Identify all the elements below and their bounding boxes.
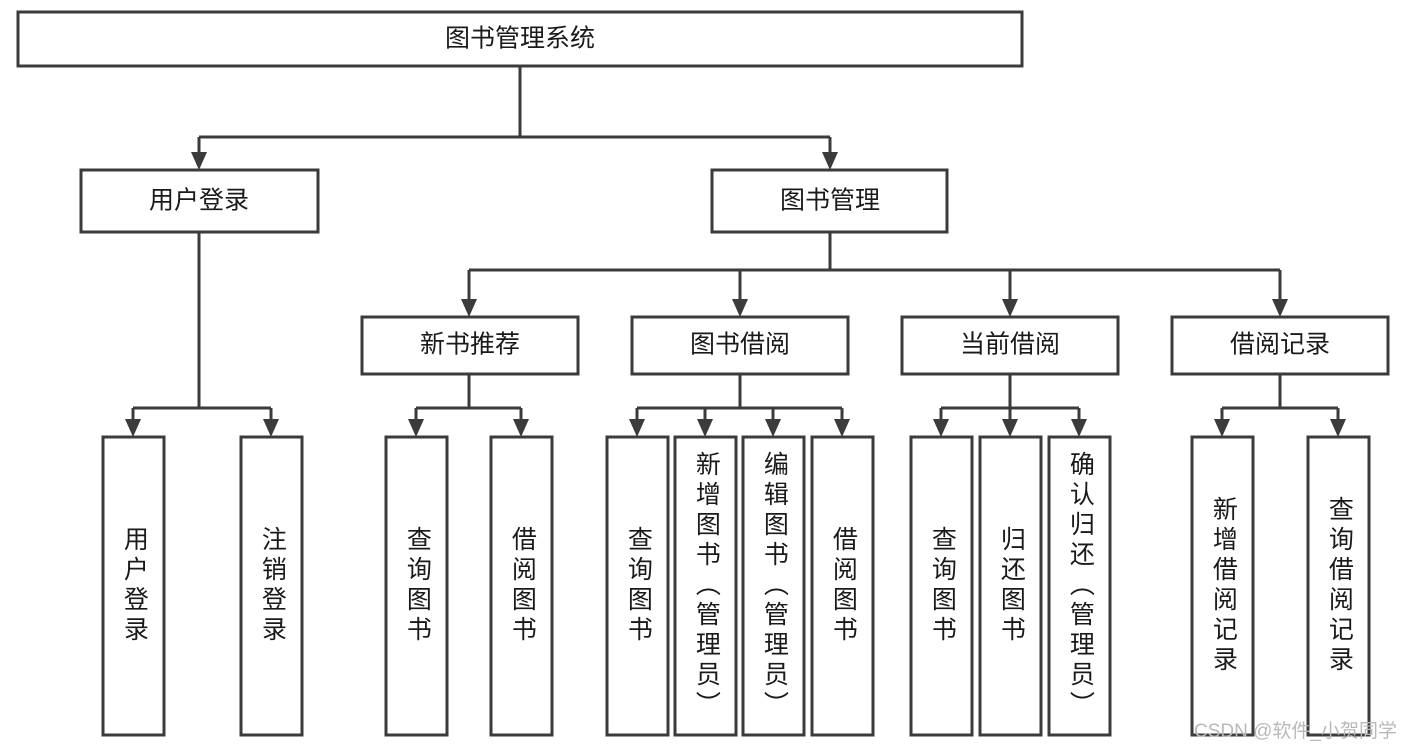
node-leaf-confirm-return-box[interactable]	[1047, 435, 1112, 737]
node-leaf-add-record-label: 新增借阅记录	[1209, 496, 1238, 676]
node-leaf-logout-login[interactable]: 注销登录	[239, 435, 304, 737]
node-leaf-borrow-book-2-box[interactable]	[810, 435, 875, 737]
node-book-borrow-label: 图书借阅	[690, 331, 790, 359]
arrowhead-leaf-add-record	[1214, 419, 1230, 437]
node-new-book-recommend-box[interactable]	[360, 315, 580, 376]
node-current-borrow-label: 当前借阅	[960, 331, 1060, 359]
node-leaf-edit-book-box[interactable]	[741, 435, 806, 737]
arrowhead-leaf-confirm-return	[1071, 419, 1087, 437]
arrowhead-leaf-query-book-1	[408, 419, 424, 437]
node-borrow-record-label: 借阅记录	[1230, 331, 1330, 359]
node-leaf-query-book-3-label: 查询图书	[928, 526, 957, 646]
node-user-login-label: 用户登录	[149, 187, 249, 215]
node-leaf-add-book-box[interactable]	[673, 435, 738, 737]
node-borrow-record[interactable]: 借阅记录	[1170, 315, 1390, 376]
edge-group-book-borrow-to-leaves	[629, 374, 850, 437]
edge-group-book-management-to-level3	[461, 232, 1288, 317]
node-leaf-user-login[interactable]: 用户登录	[101, 435, 166, 737]
node-root-label: 图书管理系统	[445, 25, 595, 53]
node-leaf-query-book-2-box[interactable]	[605, 435, 670, 737]
arrowhead-book-borrow	[732, 299, 748, 317]
node-leaf-confirm-return[interactable]: 确认归还（管理员）	[1047, 435, 1112, 737]
node-leaf-query-book-3-box[interactable]	[909, 435, 974, 737]
node-leaf-borrow-book-1-label: 借阅图书	[508, 526, 537, 646]
node-new-book-recommend-label: 新书推荐	[420, 331, 520, 359]
node-leaf-add-book-label: 新增图书（管理员）	[692, 451, 721, 721]
node-root-box[interactable]	[16, 10, 1024, 68]
arrowhead-borrow-record	[1272, 299, 1288, 317]
node-leaf-borrow-book-2-label: 借阅图书	[829, 526, 858, 646]
node-leaf-edit-book[interactable]: 编辑图书（管理员）	[741, 435, 806, 737]
node-leaf-add-record[interactable]: 新增借阅记录	[1190, 435, 1255, 737]
node-user-login-box[interactable]	[79, 168, 320, 234]
node-new-book-recommend[interactable]: 新书推荐	[360, 315, 580, 376]
arrowhead-leaf-query-record	[1330, 419, 1346, 437]
arrowhead-leaf-add-book	[697, 419, 713, 437]
node-root[interactable]: 图书管理系统	[16, 10, 1024, 68]
arrowhead-leaf-return-book	[1002, 419, 1018, 437]
arrowhead-leaf-edit-book	[765, 419, 781, 437]
node-leaf-query-book-2[interactable]: 查询图书	[605, 435, 670, 737]
edge-group-borrow-record-to-leaves	[1214, 374, 1346, 437]
arrowhead-leaf-user-login	[125, 419, 141, 437]
arrowhead-leaf-logout-login	[263, 419, 279, 437]
node-leaf-borrow-book-1[interactable]: 借阅图书	[489, 435, 554, 737]
node-leaf-query-book-1-label: 查询图书	[403, 526, 432, 646]
node-leaf-user-login-box[interactable]	[101, 435, 166, 737]
node-current-borrow[interactable]: 当前借阅	[900, 315, 1120, 376]
edge-group-root-to-level2	[191, 66, 838, 170]
node-leaf-logout-login-box[interactable]	[239, 435, 304, 737]
arrowhead-current-borrow	[1002, 299, 1018, 317]
node-leaf-query-book-1-box[interactable]	[384, 435, 449, 737]
node-book-borrow[interactable]: 图书借阅	[630, 315, 850, 376]
arrowhead-leaf-borrow-book-2	[834, 419, 850, 437]
node-book-borrow-box[interactable]	[630, 315, 850, 376]
node-leaf-query-record-label: 查询借阅记录	[1325, 496, 1354, 676]
node-book-management-label: 图书管理	[780, 187, 880, 215]
node-user-login[interactable]: 用户登录	[79, 168, 320, 234]
node-leaf-confirm-return-label: 确认归还（管理员）	[1066, 451, 1095, 721]
edge-group-user-login-to-leaves	[125, 232, 279, 437]
node-leaf-add-book[interactable]: 新增图书（管理员）	[673, 435, 738, 737]
node-book-management[interactable]: 图书管理	[710, 168, 949, 234]
node-leaf-borrow-book-2[interactable]: 借阅图书	[810, 435, 875, 737]
arrowhead-leaf-query-book-2	[629, 419, 645, 437]
node-leaf-return-book-label: 归还图书	[997, 526, 1026, 646]
node-leaf-return-book-box[interactable]	[978, 435, 1043, 737]
node-leaf-user-login-label: 用户登录	[120, 526, 149, 646]
node-leaf-query-record[interactable]: 查询借阅记录	[1306, 435, 1371, 737]
node-leaf-query-record-box[interactable]	[1306, 435, 1371, 737]
node-borrow-record-box[interactable]	[1170, 315, 1390, 376]
node-book-management-box[interactable]	[710, 168, 949, 234]
node-leaf-logout-login-label: 注销登录	[258, 526, 287, 646]
arrowhead-user-login	[191, 152, 207, 170]
edge-group-current-borrow-to-leaves	[933, 374, 1087, 437]
arrowhead-leaf-query-book-3	[933, 419, 949, 437]
node-current-borrow-box[interactable]	[900, 315, 1120, 376]
node-leaf-add-record-box[interactable]	[1190, 435, 1255, 737]
arrowhead-book-management	[822, 152, 838, 170]
node-leaf-query-book-3[interactable]: 查询图书	[909, 435, 974, 737]
node-leaf-return-book[interactable]: 归还图书	[978, 435, 1043, 737]
arrowhead-leaf-borrow-book-1	[513, 419, 529, 437]
arrowhead-new-book-recommend	[461, 299, 477, 317]
node-leaf-query-book-2-label: 查询图书	[624, 526, 653, 646]
edge-group-new-book-to-leaves	[408, 374, 529, 437]
node-leaf-borrow-book-1-box[interactable]	[489, 435, 554, 737]
node-leaf-edit-book-label: 编辑图书（管理员）	[760, 451, 789, 721]
node-leaf-query-book-1[interactable]: 查询图书	[384, 435, 449, 737]
